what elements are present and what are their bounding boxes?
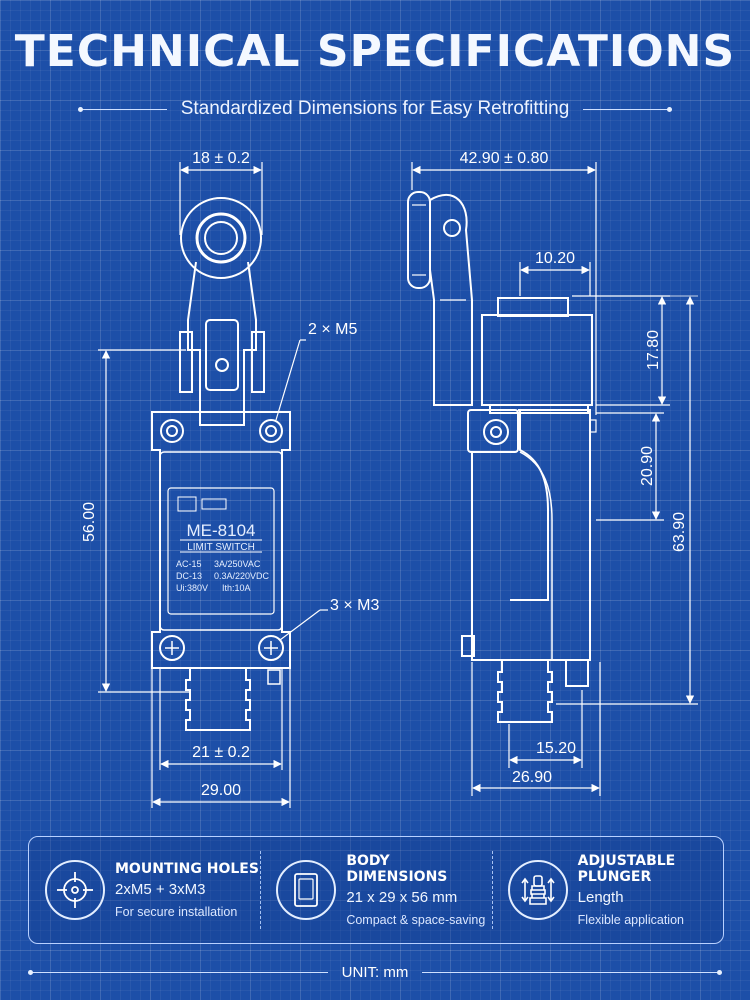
roller-wheel [180,197,262,279]
m5-hole-right [259,419,283,443]
side-mount-hole [483,419,509,445]
lever-arm [187,261,257,426]
dim-head-height: 17.80 [645,330,662,370]
subtitle-rule-right [583,106,672,112]
feature-note: Flexible application [577,913,684,927]
feature-title: MOUNTING HOLES [115,861,259,877]
feature-body-dimensions: BODY DIMENSIONS 21 x 29 x 56 mm Compact … [260,837,491,943]
side-roller [407,191,431,289]
unit-label: UNIT: mm [341,963,409,981]
side-head [481,314,593,406]
dim-top-width: 18 ± 0.2 [192,150,250,167]
crosshair-icon [45,860,105,920]
side-body [471,409,591,661]
dim-mid-height: 20.90 [639,446,656,486]
subtitle-row: Standardized Dimensions for Easy Retrofi… [78,96,672,122]
technical-drawing: ME-8104 LIMIT SWITCH AC-15 3A/250VAC DC-… [81,150,698,808]
feature-panel: MOUNTING HOLES 2xM5 + 3xM3 For secure in… [28,836,724,944]
m3-screw-left [159,635,185,661]
box-icon [276,860,337,920]
m3-screw-right [258,635,284,661]
feature-note: Compact & space-saving [346,913,486,927]
feature-adjustable-plunger: ADJUSTABLE PLUNGER Length Flexible appli… [491,837,723,943]
side-plunger-boot [497,660,553,723]
side-dimension-lines [411,162,698,796]
side-lever [429,193,473,406]
feature-mounting-holes: MOUNTING HOLES 2xM5 + 3xM3 For secure in… [29,837,260,943]
feature-value: Length [577,889,624,906]
subtitle-rule-left [78,106,167,112]
dim-mount-width: 21 ± 0.2 [192,744,250,761]
dim-plunger-width: 15.20 [536,740,576,757]
feature-title: ADJUSTABLE PLUNGER [577,853,676,885]
unit-rule-left [28,969,328,975]
page-subtitle: Standardized Dimensions for Easy Retrofi… [180,98,570,119]
nameplate-line1-right: 3A/250VAC [214,559,261,569]
feature-value: 2xM5 + 3xM3 [115,881,206,898]
nameplate-model: ME-8104 [187,521,256,540]
nameplate-line2-right: 0.3A/220VDC [214,571,270,581]
nameplate-type: LIMIT SWITCH [187,542,255,553]
callout-lower-holes: 3 × M3 [330,597,379,614]
dim-overall-depth: 42.90 ± 0.80 [460,150,549,167]
side-view [407,191,597,723]
front-view [151,197,291,731]
nameplate [167,487,275,615]
nameplate-line2-left: DC-13 [176,571,202,581]
nameplate-line1-left: AC-15 [176,559,202,569]
nameplate-line3-left: Ui:380V [176,583,208,593]
dim-body-width: 29.00 [201,782,241,799]
page-title: TECHNICAL SPECIFICATIONS [14,26,736,77]
m5-hole-left [160,419,184,443]
feature-note: For secure installation [115,905,238,919]
feature-title: BODY DIMENSIONS [346,853,448,885]
front-dimension-lines [98,162,328,808]
plunger-boot [185,668,251,731]
nameplate-line3-right: Ith:10A [222,583,251,593]
dim-total-height: 63.90 [671,512,688,552]
unit-row: UNIT: mm [28,960,722,984]
dim-height: 56.00 [81,502,98,542]
unit-rule-right [422,969,722,975]
dim-body-depth: 26.90 [512,769,552,786]
dim-head-width: 10.20 [535,250,575,267]
plunger-icon [507,860,568,920]
callout-upper-holes: 2 × M5 [308,321,357,338]
feature-value: 21 x 29 x 56 mm [346,889,458,906]
